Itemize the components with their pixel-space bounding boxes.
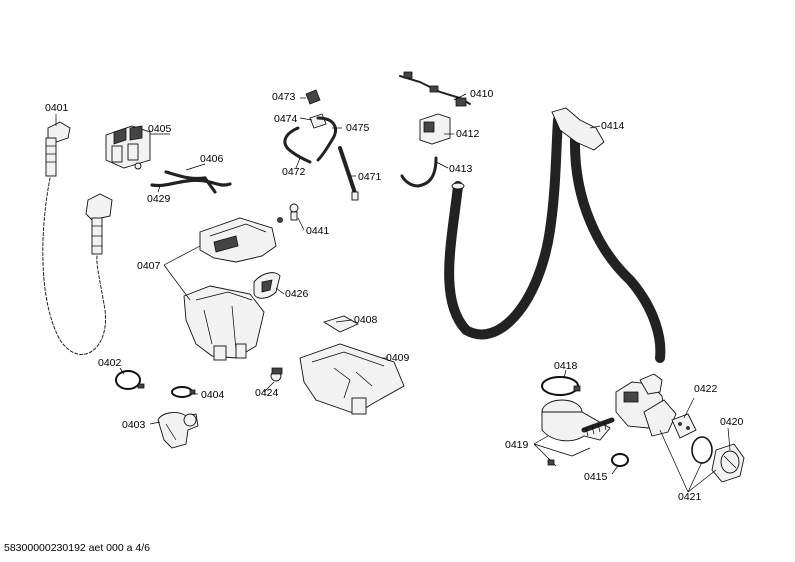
label-0402: 0402 xyxy=(98,357,122,369)
hoses-0406-0429[interactable] xyxy=(150,170,232,194)
gasket-0422[interactable] xyxy=(671,413,697,439)
label-0404: 0404 xyxy=(201,389,225,401)
hose-0475[interactable] xyxy=(316,116,337,162)
inlet-hose-0401[interactable] xyxy=(42,121,113,355)
clamp-0424[interactable] xyxy=(270,367,283,382)
hose-0471[interactable] xyxy=(338,146,359,201)
label-0475: 0475 xyxy=(346,122,370,134)
label-0409: 0409 xyxy=(386,352,410,364)
label-0407: 0407 xyxy=(137,260,161,272)
drawer-insert-0408[interactable] xyxy=(322,315,359,333)
filter-0420[interactable] xyxy=(711,443,745,483)
o-ring-0421[interactable] xyxy=(691,436,713,464)
label-0420: 0420 xyxy=(720,416,744,428)
label-0403: 0403 xyxy=(122,419,146,431)
dispenser-housing-0407[interactable] xyxy=(183,217,277,361)
label-0441: 0441 xyxy=(306,225,330,237)
label-0413: 0413 xyxy=(449,163,473,175)
label-0418: 0418 xyxy=(554,360,578,372)
label-0429: 0429 xyxy=(147,193,171,205)
label-0419: 0419 xyxy=(505,439,529,451)
hose-0413[interactable] xyxy=(400,156,438,188)
clamp-0415[interactable] xyxy=(611,453,629,467)
leader-lines xyxy=(55,93,731,493)
label-0471: 0471 xyxy=(358,171,382,183)
label-0474: 0474 xyxy=(274,113,298,125)
label-0414: 0414 xyxy=(601,120,625,132)
label-0424: 0424 xyxy=(255,387,279,399)
hose-clamp-0404[interactable] xyxy=(171,386,196,398)
clamp-0418[interactable] xyxy=(541,376,581,396)
pump-sump-0419[interactable] xyxy=(541,399,615,467)
label-0412: 0412 xyxy=(456,128,480,140)
label-0410: 0410 xyxy=(470,88,494,100)
siphon-0426[interactable] xyxy=(253,272,281,299)
label-0401: 0401 xyxy=(45,102,69,114)
drain-fitting-0403[interactable] xyxy=(157,412,199,449)
document-id: 58300000230192 aet 000 a 4/6 xyxy=(4,542,150,554)
label-0426: 0426 xyxy=(285,288,309,300)
label-0408: 0408 xyxy=(354,314,378,326)
hose-clamp-0402[interactable] xyxy=(115,370,145,390)
label-0405: 0405 xyxy=(148,123,172,135)
label-0415: 0415 xyxy=(584,471,608,483)
wiring-0410[interactable] xyxy=(399,71,471,107)
drain-hose-0414[interactable] xyxy=(444,107,666,363)
connector-0473[interactable] xyxy=(305,89,321,105)
label-0406: 0406 xyxy=(200,153,224,165)
label-0421: 0421 xyxy=(678,491,702,503)
drain-pump[interactable] xyxy=(615,373,677,437)
pressure-switch-0412[interactable] xyxy=(419,113,451,145)
valve-0405[interactable] xyxy=(105,125,151,170)
clip-0474[interactable] xyxy=(309,113,327,129)
label-0472: 0472 xyxy=(282,166,306,178)
label-0422: 0422 xyxy=(694,383,718,395)
detergent-drawer-0409[interactable] xyxy=(299,343,405,415)
fitting-0441[interactable] xyxy=(277,203,299,223)
hose-0472[interactable] xyxy=(283,126,312,164)
label-0473: 0473 xyxy=(272,91,296,103)
